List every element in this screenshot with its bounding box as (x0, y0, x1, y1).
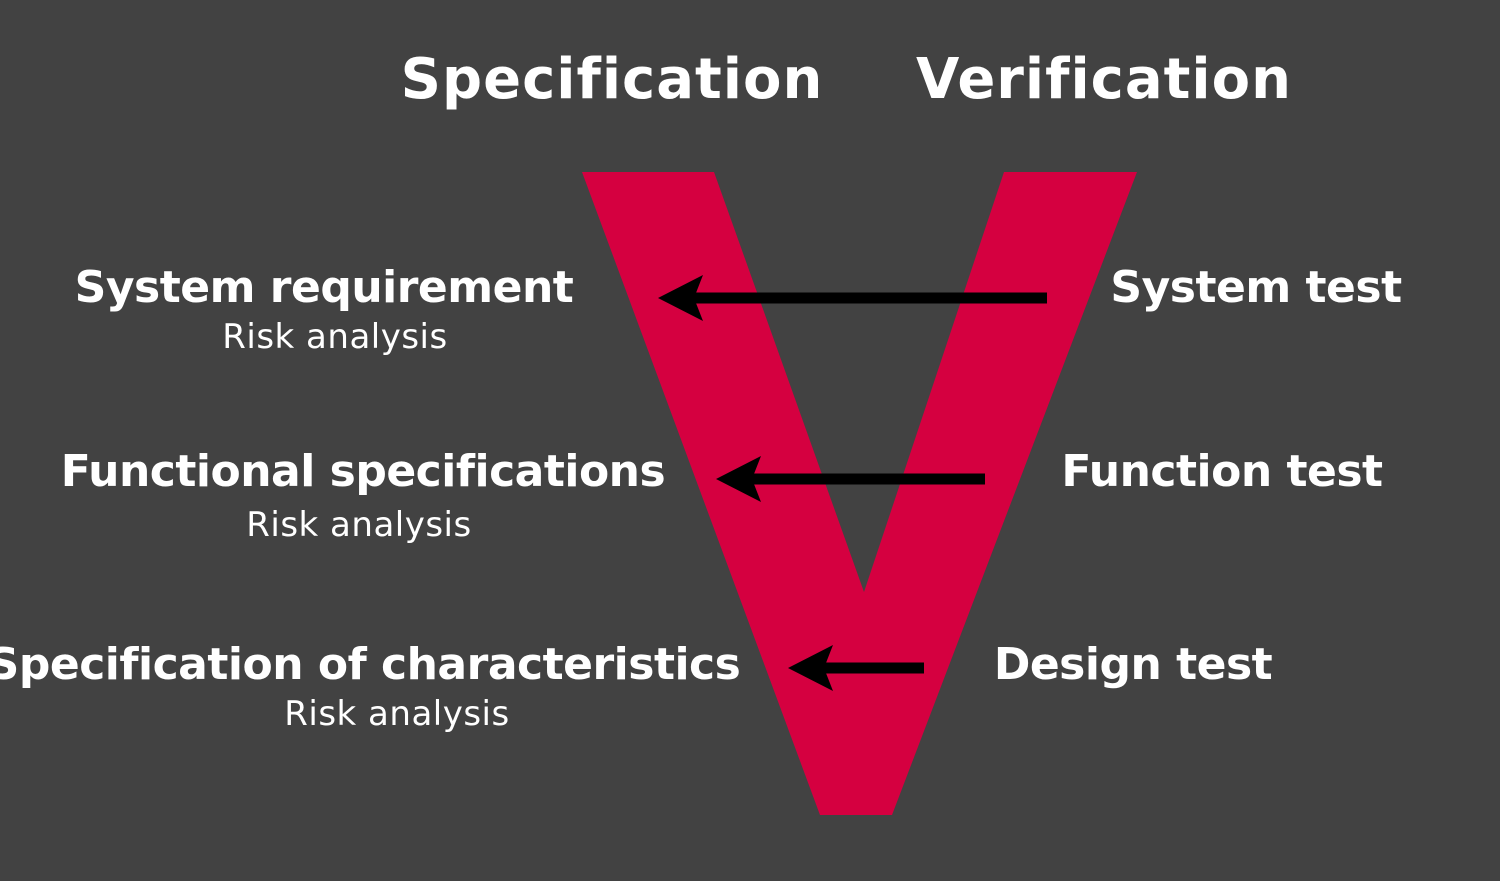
spec-characteristics: Specification of characteristics (0, 639, 741, 690)
v-shape (582, 172, 1137, 815)
verify-design-test: Design test (993, 639, 1273, 690)
spec-functional-specifications: Functional specifications (60, 446, 666, 497)
verify-system-test: System test (1110, 262, 1402, 313)
spec-functional-specifications-subtitle: Risk analysis (246, 505, 472, 545)
arrow-system (658, 275, 1047, 321)
verify-function-test: Function test (1061, 446, 1383, 497)
arrow-function (716, 456, 985, 502)
heading-verification: Verification (916, 47, 1292, 112)
spec-system-requirement-subtitle: Risk analysis (222, 317, 448, 357)
spec-characteristics-subtitle: Risk analysis (284, 694, 510, 734)
spec-system-requirement: System requirement (74, 262, 574, 313)
heading-specification: Specification (400, 47, 824, 112)
arrow-design (788, 645, 924, 691)
